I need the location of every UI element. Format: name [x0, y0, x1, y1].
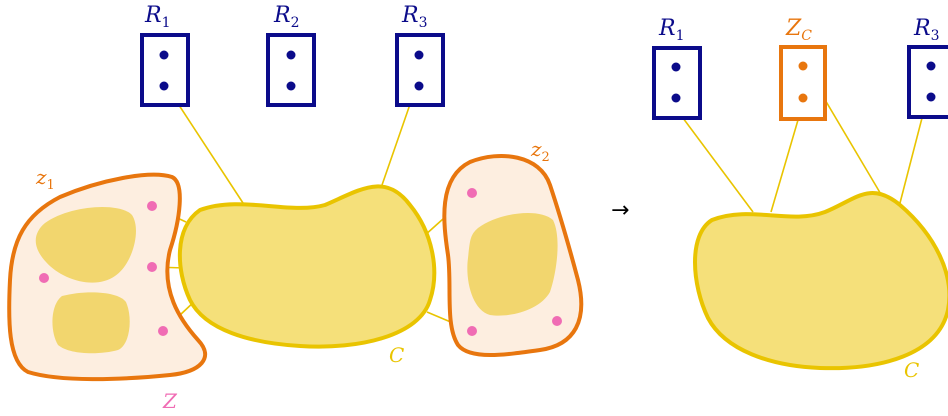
label-z1: z1 — [35, 165, 55, 193]
right-box-r3 — [907, 45, 948, 119]
right-r1-dot-bottom — [671, 93, 681, 103]
left-box-r1 — [140, 33, 190, 107]
zc-dot-top — [798, 61, 808, 71]
z2-point-top — [467, 188, 477, 198]
z1-point-low — [158, 326, 168, 336]
z1-blob-upper — [35, 207, 136, 283]
line-r1-to-C-right — [676, 109, 754, 213]
label-C-left: C — [389, 343, 404, 367]
r3-dot-top — [414, 50, 424, 60]
zc-dot-bottom — [798, 93, 808, 103]
z1-point-top — [147, 201, 157, 211]
region-C-left — [177, 184, 437, 349]
z2-point-low — [467, 326, 477, 336]
label-z2: z2 — [530, 137, 550, 165]
transform-arrow: → — [611, 198, 629, 223]
line-r1-to-C — [172, 95, 244, 204]
z1-point-left — [39, 273, 49, 283]
r2-dot-bottom — [286, 81, 296, 91]
right-panel: R1 ZC R3 C — [652, 16, 948, 382]
r2-dot-top — [286, 50, 296, 60]
line-r3-to-C-right — [899, 117, 923, 204]
label-Z: Z — [162, 389, 178, 413]
right-r3-dot-bottom — [926, 92, 936, 102]
label-C-right: C — [904, 358, 919, 382]
label-zc: ZC — [785, 16, 812, 44]
label-right-r3: R3 — [913, 16, 940, 44]
z1-blob-lower — [52, 292, 130, 354]
left-pink-points — [39, 188, 562, 336]
r3-dot-bottom — [414, 81, 424, 91]
label-r1: R1 — [144, 3, 171, 31]
region-C-right — [693, 191, 948, 371]
left-box-r3 — [395, 33, 445, 107]
left-panel: R1 R2 R3 z1 z2 C Z — [7, 3, 584, 413]
right-r3-dot-top — [926, 61, 936, 71]
label-r3: R3 — [401, 3, 428, 31]
z2-point-right — [552, 316, 562, 326]
right-box-r1 — [652, 46, 702, 120]
z1-point-mid — [147, 262, 157, 272]
r1-dot-bottom — [159, 81, 169, 91]
label-r2: R2 — [273, 3, 300, 31]
z2-blob — [467, 213, 558, 316]
line-zc-bottom-to-C — [770, 119, 799, 213]
left-box-r2 — [266, 33, 316, 107]
r1-dot-top — [159, 50, 169, 60]
label-right-r1: R1 — [658, 16, 685, 44]
right-box-zc — [779, 45, 827, 121]
right-r1-dot-top — [671, 62, 681, 72]
